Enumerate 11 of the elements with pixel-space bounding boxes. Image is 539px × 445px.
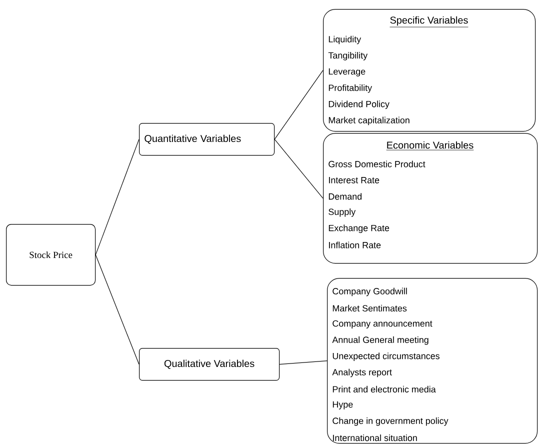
connector-line bbox=[279, 360, 328, 365]
connector-line bbox=[95, 139, 140, 256]
variable-list-box: Specific Variables Liquidity Tangibility Leverage Profitability Dividend Policy Market capitalization bbox=[323, 9, 536, 132]
connector-line bbox=[95, 254, 140, 365]
connector-line bbox=[274, 70, 324, 140]
category-box: Quantitative Variables bbox=[139, 123, 275, 156]
connector-line bbox=[274, 139, 324, 199]
variable-list-box: Economic Variables Gross Domestic Product Interest Rate Demand Supply Exchange Rate Inflation Rate bbox=[323, 133, 538, 264]
category-box: Qualitative Variables bbox=[139, 348, 280, 381]
root-box: Stock Price bbox=[6, 224, 96, 286]
variable-list-box: Company Goodwill Market Sentimates Company announcement Annual General meeting Unexpected circumstances Analysts report Print and electronic media Hype Change in government policy International situation bbox=[327, 278, 538, 444]
